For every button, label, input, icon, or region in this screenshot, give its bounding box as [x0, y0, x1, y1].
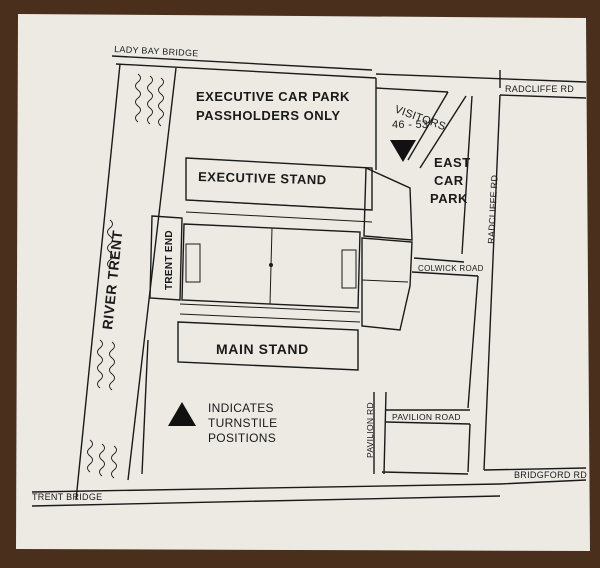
lady-bay-bridge-label: LADY BAY BRIDGE: [114, 44, 199, 58]
executive-stand: [185, 157, 373, 223]
exec-car-park-line2: PASSHOLDERS ONLY: [196, 108, 341, 123]
legend-line1: INDICATES: [208, 401, 274, 415]
radcliffe-rd-top-road: [375, 70, 587, 99]
main-stand-label: MAIN STAND: [216, 341, 309, 357]
pitch: [181, 223, 361, 309]
pavilion-rd-label: PAVILION RD: [365, 402, 375, 458]
trent-bridge-label: TRENT BRIDGE: [32, 492, 102, 502]
east-car-park-line3: PARK: [430, 191, 468, 206]
visitors-turnstile-marker: [390, 140, 416, 162]
turnstile-legend-marker: [168, 402, 196, 426]
trent-end-label: TRENT END: [164, 230, 175, 290]
paper-sheet: [16, 14, 590, 551]
trent-end-stand: [149, 215, 183, 301]
pavilion-road: [381, 409, 471, 475]
visitors-access-road: [375, 78, 467, 170]
bridgford-rd-label: BRIDGFORD RD: [514, 470, 587, 480]
east-stand-block: [361, 166, 413, 331]
executive-stand-label: EXECUTIVE STAND: [198, 169, 327, 187]
lady-bay-bridge-road: [111, 55, 377, 79]
exec-car-park-line1: EXECUTIVE CAR PARK: [196, 89, 350, 104]
east-car-park-line1: EAST: [434, 155, 471, 170]
visitors-turnstiles-label: 46 - 53: [392, 119, 428, 131]
ground-perimeter: [141, 339, 387, 475]
bridgford-road: [483, 467, 587, 485]
legend-line3: POSITIONS: [208, 431, 276, 445]
colwick-road: [411, 257, 479, 409]
pavilion-road-label: PAVILION ROAD: [392, 412, 461, 422]
east-car-park-line2: CAR: [434, 173, 464, 188]
radcliffe-rd-side-label: RADCLIFFE RD: [486, 174, 500, 244]
trent-bridge-road: [31, 483, 501, 507]
river-trent: [75, 63, 177, 501]
main-stand: [177, 303, 361, 371]
colwick-road-label: COLWICK ROAD: [418, 264, 484, 273]
radcliffe-rd-top-label: RADCLIFFE RD: [505, 84, 574, 94]
legend-line2: TURNSTILE: [208, 416, 277, 430]
radcliffe-rd-side-road: [461, 94, 501, 471]
